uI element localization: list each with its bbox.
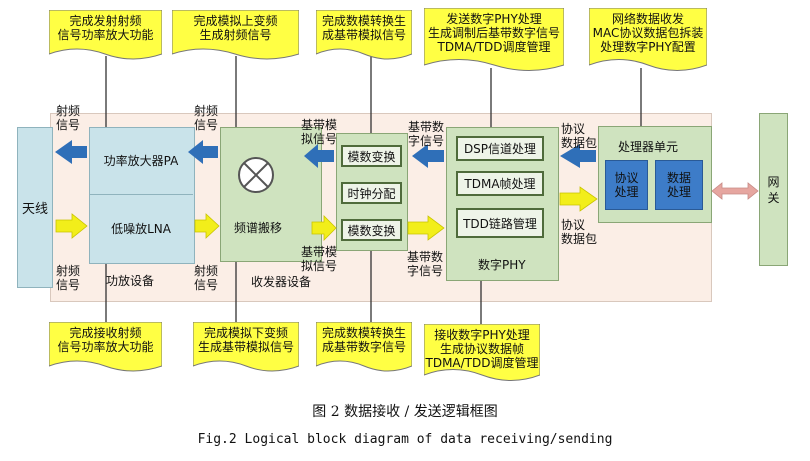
clock-distribution-block: 时钟分配 bbox=[341, 182, 402, 204]
note-da-convert: 完成数模转换生 成基带模拟信号 bbox=[316, 10, 412, 60]
rf-signal-label-bottom-left: 射频 信号 bbox=[56, 264, 81, 292]
figure-caption-chinese: 图 2 数据接收 / 发送逻辑框图 bbox=[312, 404, 498, 420]
lna-block: 低噪放LNA bbox=[111, 222, 171, 236]
mixer-label: 频谱搬移 bbox=[234, 221, 283, 235]
digital-phy-label: 数字PHY bbox=[478, 258, 526, 272]
gateway-block: 网 关 bbox=[759, 113, 788, 266]
rf-signal-label-top-mid: 射频 信号 bbox=[194, 104, 219, 132]
tx-arrow-pa-antenna bbox=[55, 140, 87, 164]
note-rx-phy: 接收数字PHY处理 生成协议数据帧 TDMA/TDD调度管理 bbox=[424, 324, 540, 382]
dsp-channel-block: DSP信道处理 bbox=[456, 136, 544, 161]
transceiver-device-label: 收发器设备 bbox=[251, 275, 312, 289]
adc-block-top: 模数变换 bbox=[341, 145, 402, 167]
baseband-analog-label-bottom: 基带模 拟信号 bbox=[301, 245, 338, 273]
baseband-digital-label-top: 基带数 字信号 bbox=[408, 120, 445, 148]
baseband-analog-label-top: 基带模 拟信号 bbox=[301, 118, 338, 146]
figure-caption-english: Fig.2 Logical block diagram of data rece… bbox=[197, 432, 613, 447]
adc-block-bottom: 模数变换 bbox=[341, 219, 402, 241]
note-lna-rx: 完成接收射频 信号功率放大功能 bbox=[49, 322, 162, 372]
gateway-bidirectional-arrow bbox=[711, 182, 759, 200]
tx-arrow-conv-mixer bbox=[304, 144, 334, 168]
tx-arrow-phy-conv bbox=[412, 144, 444, 168]
tx-arrow-proc-phy bbox=[560, 144, 596, 168]
note-upconvert: 完成模拟上变频 生成射频信号 bbox=[172, 10, 299, 60]
rf-signal-label-bottom-mid: 射频 信号 bbox=[194, 264, 219, 292]
protocol-packet-label-bottom: 协议 数据包 bbox=[561, 218, 598, 246]
pa-block: 功率放大器PA bbox=[89, 127, 193, 195]
rx-arrow-phy-proc bbox=[559, 186, 598, 212]
tx-arrow-mixer-pa bbox=[188, 140, 218, 164]
amplifier-device bbox=[89, 127, 195, 264]
protocol-processing-block: 协议 处理 bbox=[605, 160, 648, 210]
rx-arrow-conv-phy bbox=[407, 215, 445, 241]
rf-signal-label-top-left: 射频 信号 bbox=[56, 104, 81, 132]
protocol-packet-label-top: 协议 数据包 bbox=[561, 122, 598, 150]
transceiver-device bbox=[220, 127, 322, 262]
baseband-digital-label-bottom: 基带数 字信号 bbox=[407, 250, 444, 278]
mixer-icon bbox=[238, 157, 274, 193]
tdma-frame-block: TDMA帧处理 bbox=[456, 171, 544, 196]
processor-unit-label: 处理器单元 bbox=[618, 140, 679, 154]
amplifier-device-label: 功放设备 bbox=[106, 274, 155, 288]
rx-arrow-lna-mixer bbox=[194, 213, 220, 239]
note-ad-convert: 完成数模转换生 成基带数字信号 bbox=[316, 322, 412, 372]
antenna-block: 天线 bbox=[17, 127, 53, 288]
note-pa-tx: 完成发射射频 信号功率放大功能 bbox=[49, 10, 162, 60]
rx-arrow-antenna-lna bbox=[55, 213, 88, 239]
data-processing-block: 数据 处理 bbox=[655, 160, 703, 210]
note-downconvert: 完成模拟下变频 生成基带模拟信号 bbox=[193, 322, 299, 372]
tdd-link-block: TDD链路管理 bbox=[456, 208, 544, 238]
note-tx-phy: 发送数字PHY处理 生成调制后基带数字信号 TDMA/TDD调度管理 bbox=[424, 8, 564, 72]
note-mac: 网络数据收发 MAC协议数据包拆装 处理数字PHY配置 bbox=[589, 8, 707, 72]
